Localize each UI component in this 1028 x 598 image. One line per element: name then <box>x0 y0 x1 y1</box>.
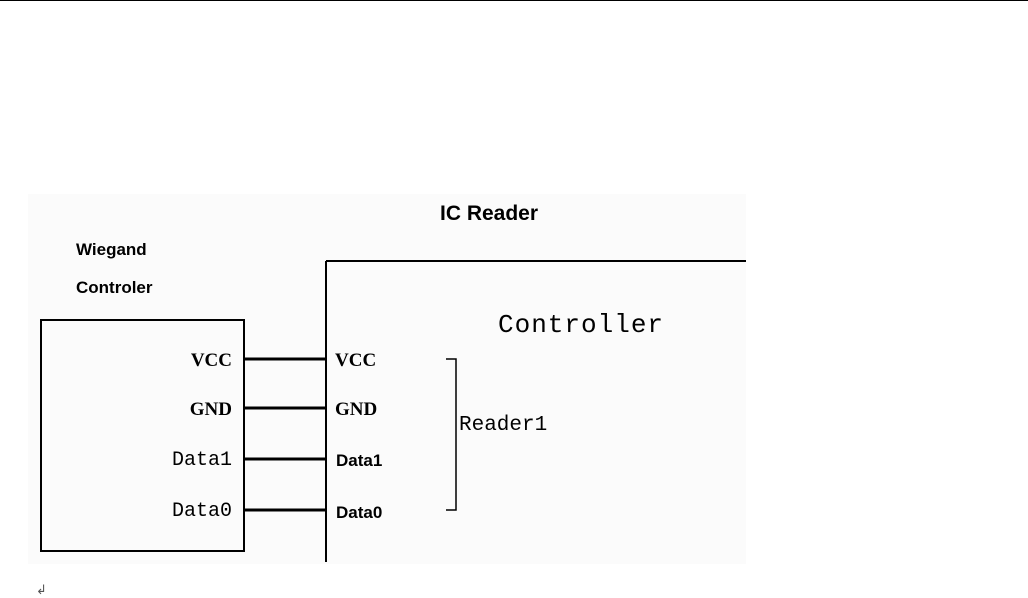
wiegand-pin-data1: Data1 <box>112 451 232 471</box>
wiegand-pin-data0: Data0 <box>112 502 232 522</box>
wiegand-pin-gnd: GND <box>112 400 232 419</box>
paragraph-return-mark: ↲ <box>36 584 47 597</box>
reader1-bracket <box>446 359 456 510</box>
reader1-label: Reader1 <box>459 415 547 436</box>
wiegand-controller-label-line2: Controler <box>76 279 153 296</box>
ic-reader-title: IC Reader <box>440 203 538 224</box>
wiegand-pin-vcc: VCC <box>112 351 232 370</box>
reader-pin-data0: Data0 <box>336 504 382 521</box>
reader-pin-data1: Data1 <box>336 452 382 469</box>
wiegand-controller-label-line1: Wiegand <box>76 241 147 258</box>
controller-title: Controller <box>498 312 664 338</box>
reader-pin-vcc: VCC <box>335 351 376 370</box>
reader-pin-gnd: GND <box>335 400 377 419</box>
